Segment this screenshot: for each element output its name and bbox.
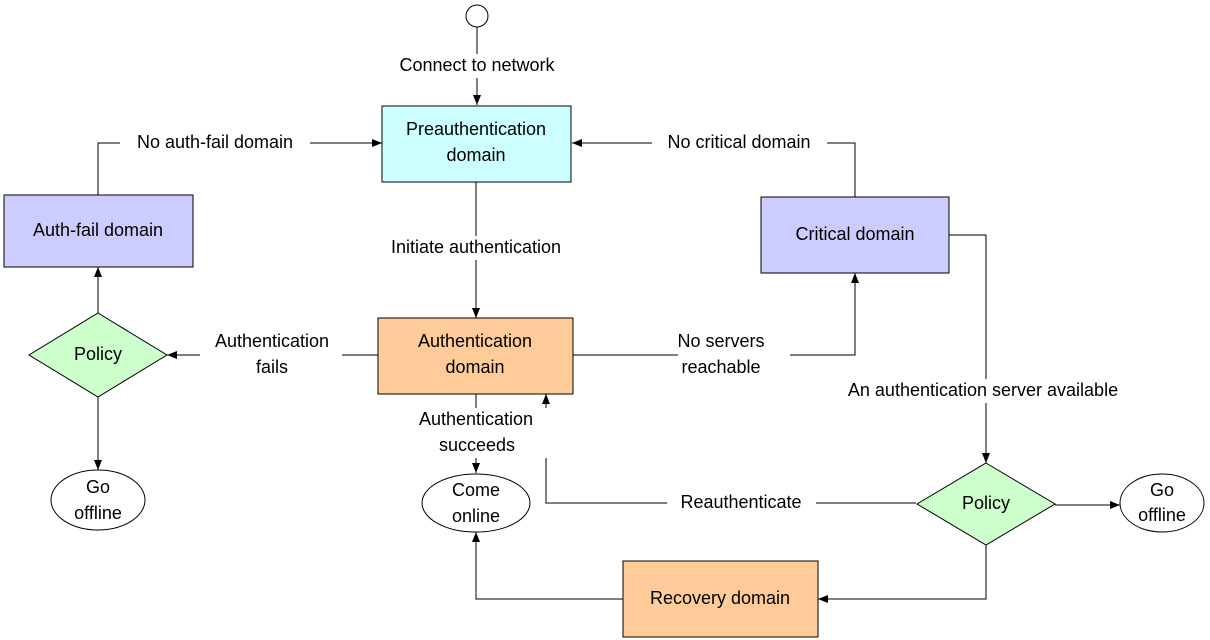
go-offline-left-terminal: Go offline bbox=[50, 469, 146, 531]
edge-label-auth-succeeds: Authentication succeeds bbox=[402, 408, 550, 458]
edge-label-server-available-text: An authentication server available bbox=[848, 380, 1118, 400]
recovery-domain-label: Recovery domain bbox=[650, 588, 790, 608]
edge-label-auth-fails-line1: Authentication bbox=[215, 331, 329, 351]
edge-label-auth-succeeds-line1: Authentication bbox=[419, 409, 533, 429]
edge-label-no-critical: No critical domain bbox=[652, 131, 827, 155]
edge-no-servers-reachable bbox=[573, 273, 859, 356]
auth-fail-domain-label: Auth-fail domain bbox=[33, 220, 163, 240]
recovery-domain-box: Recovery domain bbox=[622, 560, 819, 638]
edge-label-reauthenticate: Reauthenticate bbox=[667, 491, 816, 515]
edge-label-no-critical-text: No critical domain bbox=[667, 132, 810, 152]
edge-label-no-servers-line1: No servers bbox=[677, 331, 764, 351]
edge-reauthenticate bbox=[542, 394, 916, 504]
edge-label-connect: Connect to network bbox=[382, 54, 572, 78]
edge-label-auth-fails-line2: fails bbox=[256, 357, 288, 377]
edge-label-no-servers: No servers reachable bbox=[677, 330, 790, 380]
go-offline-right-label-line2: offline bbox=[1138, 505, 1186, 525]
policy-right-label: Policy bbox=[962, 493, 1010, 513]
authentication-domain-box: Authentication domain bbox=[377, 317, 574, 395]
policy-left-diamond: Policy bbox=[28, 312, 168, 398]
start-node bbox=[465, 4, 489, 28]
go-offline-right-label-line1: Go bbox=[1150, 480, 1174, 500]
edge-label-connect-text: Connect to network bbox=[399, 55, 555, 75]
come-online-terminal: Come online bbox=[421, 473, 531, 533]
edge-label-auth-succeeds-line2: succeeds bbox=[439, 435, 515, 455]
edge-policy-to-recovery bbox=[818, 545, 987, 603]
go-offline-left-label-line1: Go bbox=[86, 477, 110, 497]
edge-label-auth-fails: Authentication fails bbox=[200, 330, 342, 380]
critical-domain-box: Critical domain bbox=[760, 196, 950, 274]
come-online-label-line2: online bbox=[452, 506, 500, 526]
go-offline-right-terminal: Go offline bbox=[1119, 473, 1205, 533]
edge-label-initiate-text: Initiate authentication bbox=[391, 237, 561, 257]
edge-label-no-auth-fail-text: No auth-fail domain bbox=[137, 132, 293, 152]
preauthentication-domain-box: Preauthentication domain bbox=[381, 105, 572, 183]
edge-server-available bbox=[949, 234, 990, 463]
edge-label-reauthenticate-text: Reauthenticate bbox=[680, 492, 801, 512]
edge-label-server-available: An authentication server available bbox=[818, 379, 1148, 403]
policy-right-diamond: Policy bbox=[916, 462, 1056, 546]
authentication-domain-label-line1: Authentication bbox=[418, 331, 532, 351]
edge-label-no-auth-fail: No auth-fail domain bbox=[120, 131, 310, 155]
policy-left-label: Policy bbox=[74, 344, 122, 364]
edge-label-initiate: Initiate authentication bbox=[372, 236, 580, 260]
go-offline-left-label-line2: offline bbox=[74, 503, 122, 523]
preauthentication-domain-label-line2: domain bbox=[446, 145, 505, 165]
critical-domain-label: Critical domain bbox=[795, 224, 914, 244]
auth-fail-domain-box: Auth-fail domain bbox=[3, 194, 194, 268]
preauthentication-domain-label-line1: Preauthentication bbox=[406, 119, 546, 139]
authentication-domain-label-line2: domain bbox=[445, 357, 504, 377]
edge-label-no-servers-line2: reachable bbox=[681, 357, 760, 377]
come-online-label-line1: Come bbox=[452, 480, 500, 500]
edge-recovery-to-online bbox=[472, 532, 623, 600]
